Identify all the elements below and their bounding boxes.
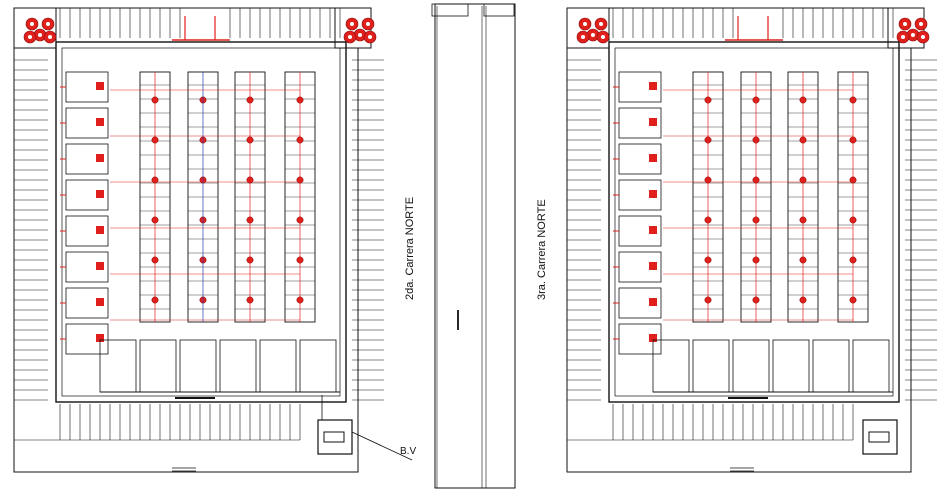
panel-marker (649, 190, 657, 198)
tree-center (583, 22, 587, 26)
road-corridor (431, 3, 516, 489)
plan-third-floor (566, 7, 937, 473)
tree-center (919, 22, 923, 26)
tree-center (599, 22, 603, 26)
tree-center (921, 35, 925, 39)
back-room (772, 339, 810, 393)
sewer-box-icon (317, 419, 353, 455)
panel-marker (96, 298, 104, 306)
street-label-2da: 2da. Carrera NORTE (404, 196, 416, 300)
tree-center (38, 33, 42, 37)
building-inner (61, 47, 341, 397)
plan-second-floor (13, 7, 413, 473)
back-room (219, 339, 257, 393)
panel-marker (96, 334, 104, 342)
panel-marker (649, 298, 657, 306)
tree-cluster-icon (576, 17, 610, 44)
back-room (732, 339, 770, 393)
back-room (692, 339, 730, 393)
panel-marker (649, 226, 657, 234)
panel-marker (649, 262, 657, 270)
panel-marker (96, 226, 104, 234)
panel-marker (96, 190, 104, 198)
tree-center (350, 22, 354, 26)
road-cap (483, 3, 515, 17)
back-room (259, 339, 297, 393)
back-room (652, 339, 690, 393)
tree-center (366, 22, 370, 26)
back-room (99, 339, 137, 393)
tree-center (903, 22, 907, 26)
panel-marker (96, 82, 104, 90)
bv-label: B.V (400, 446, 417, 457)
panel-marker (649, 154, 657, 162)
panel-marker (96, 262, 104, 270)
back-room (179, 339, 217, 393)
tree-center (358, 33, 362, 37)
tree-cluster-icon (23, 17, 57, 44)
tree-center (581, 35, 585, 39)
panel-marker (96, 118, 104, 126)
sewer-grate (868, 431, 890, 443)
tree-cluster-icon (343, 17, 377, 44)
building-outline (55, 41, 347, 403)
tree-center (601, 35, 605, 39)
tree-center (46, 22, 50, 26)
sewer-grate (323, 431, 345, 443)
tree-center (368, 35, 372, 39)
tree-center (901, 35, 905, 39)
tree-center (591, 33, 595, 37)
panel-marker (96, 154, 104, 162)
leader-line (351, 431, 413, 461)
panel-marker (649, 82, 657, 90)
panel-marker (649, 334, 657, 342)
sewer-box-icon (862, 419, 898, 455)
tree-center (348, 35, 352, 39)
building-inner (614, 47, 894, 397)
road-outline (434, 3, 516, 489)
back-room (852, 339, 890, 393)
tree-center (48, 35, 52, 39)
back-room (299, 339, 337, 393)
building-outline (608, 41, 900, 403)
tree-center (911, 33, 915, 37)
back-room (812, 339, 850, 393)
panel-marker (649, 118, 657, 126)
back-room (139, 339, 177, 393)
street-label-3ra: 3ra. Carrera NORTE (536, 199, 548, 300)
tree-center (30, 22, 34, 26)
tree-center (28, 35, 32, 39)
tree-cluster-icon (896, 17, 930, 44)
road-cap (431, 3, 469, 17)
